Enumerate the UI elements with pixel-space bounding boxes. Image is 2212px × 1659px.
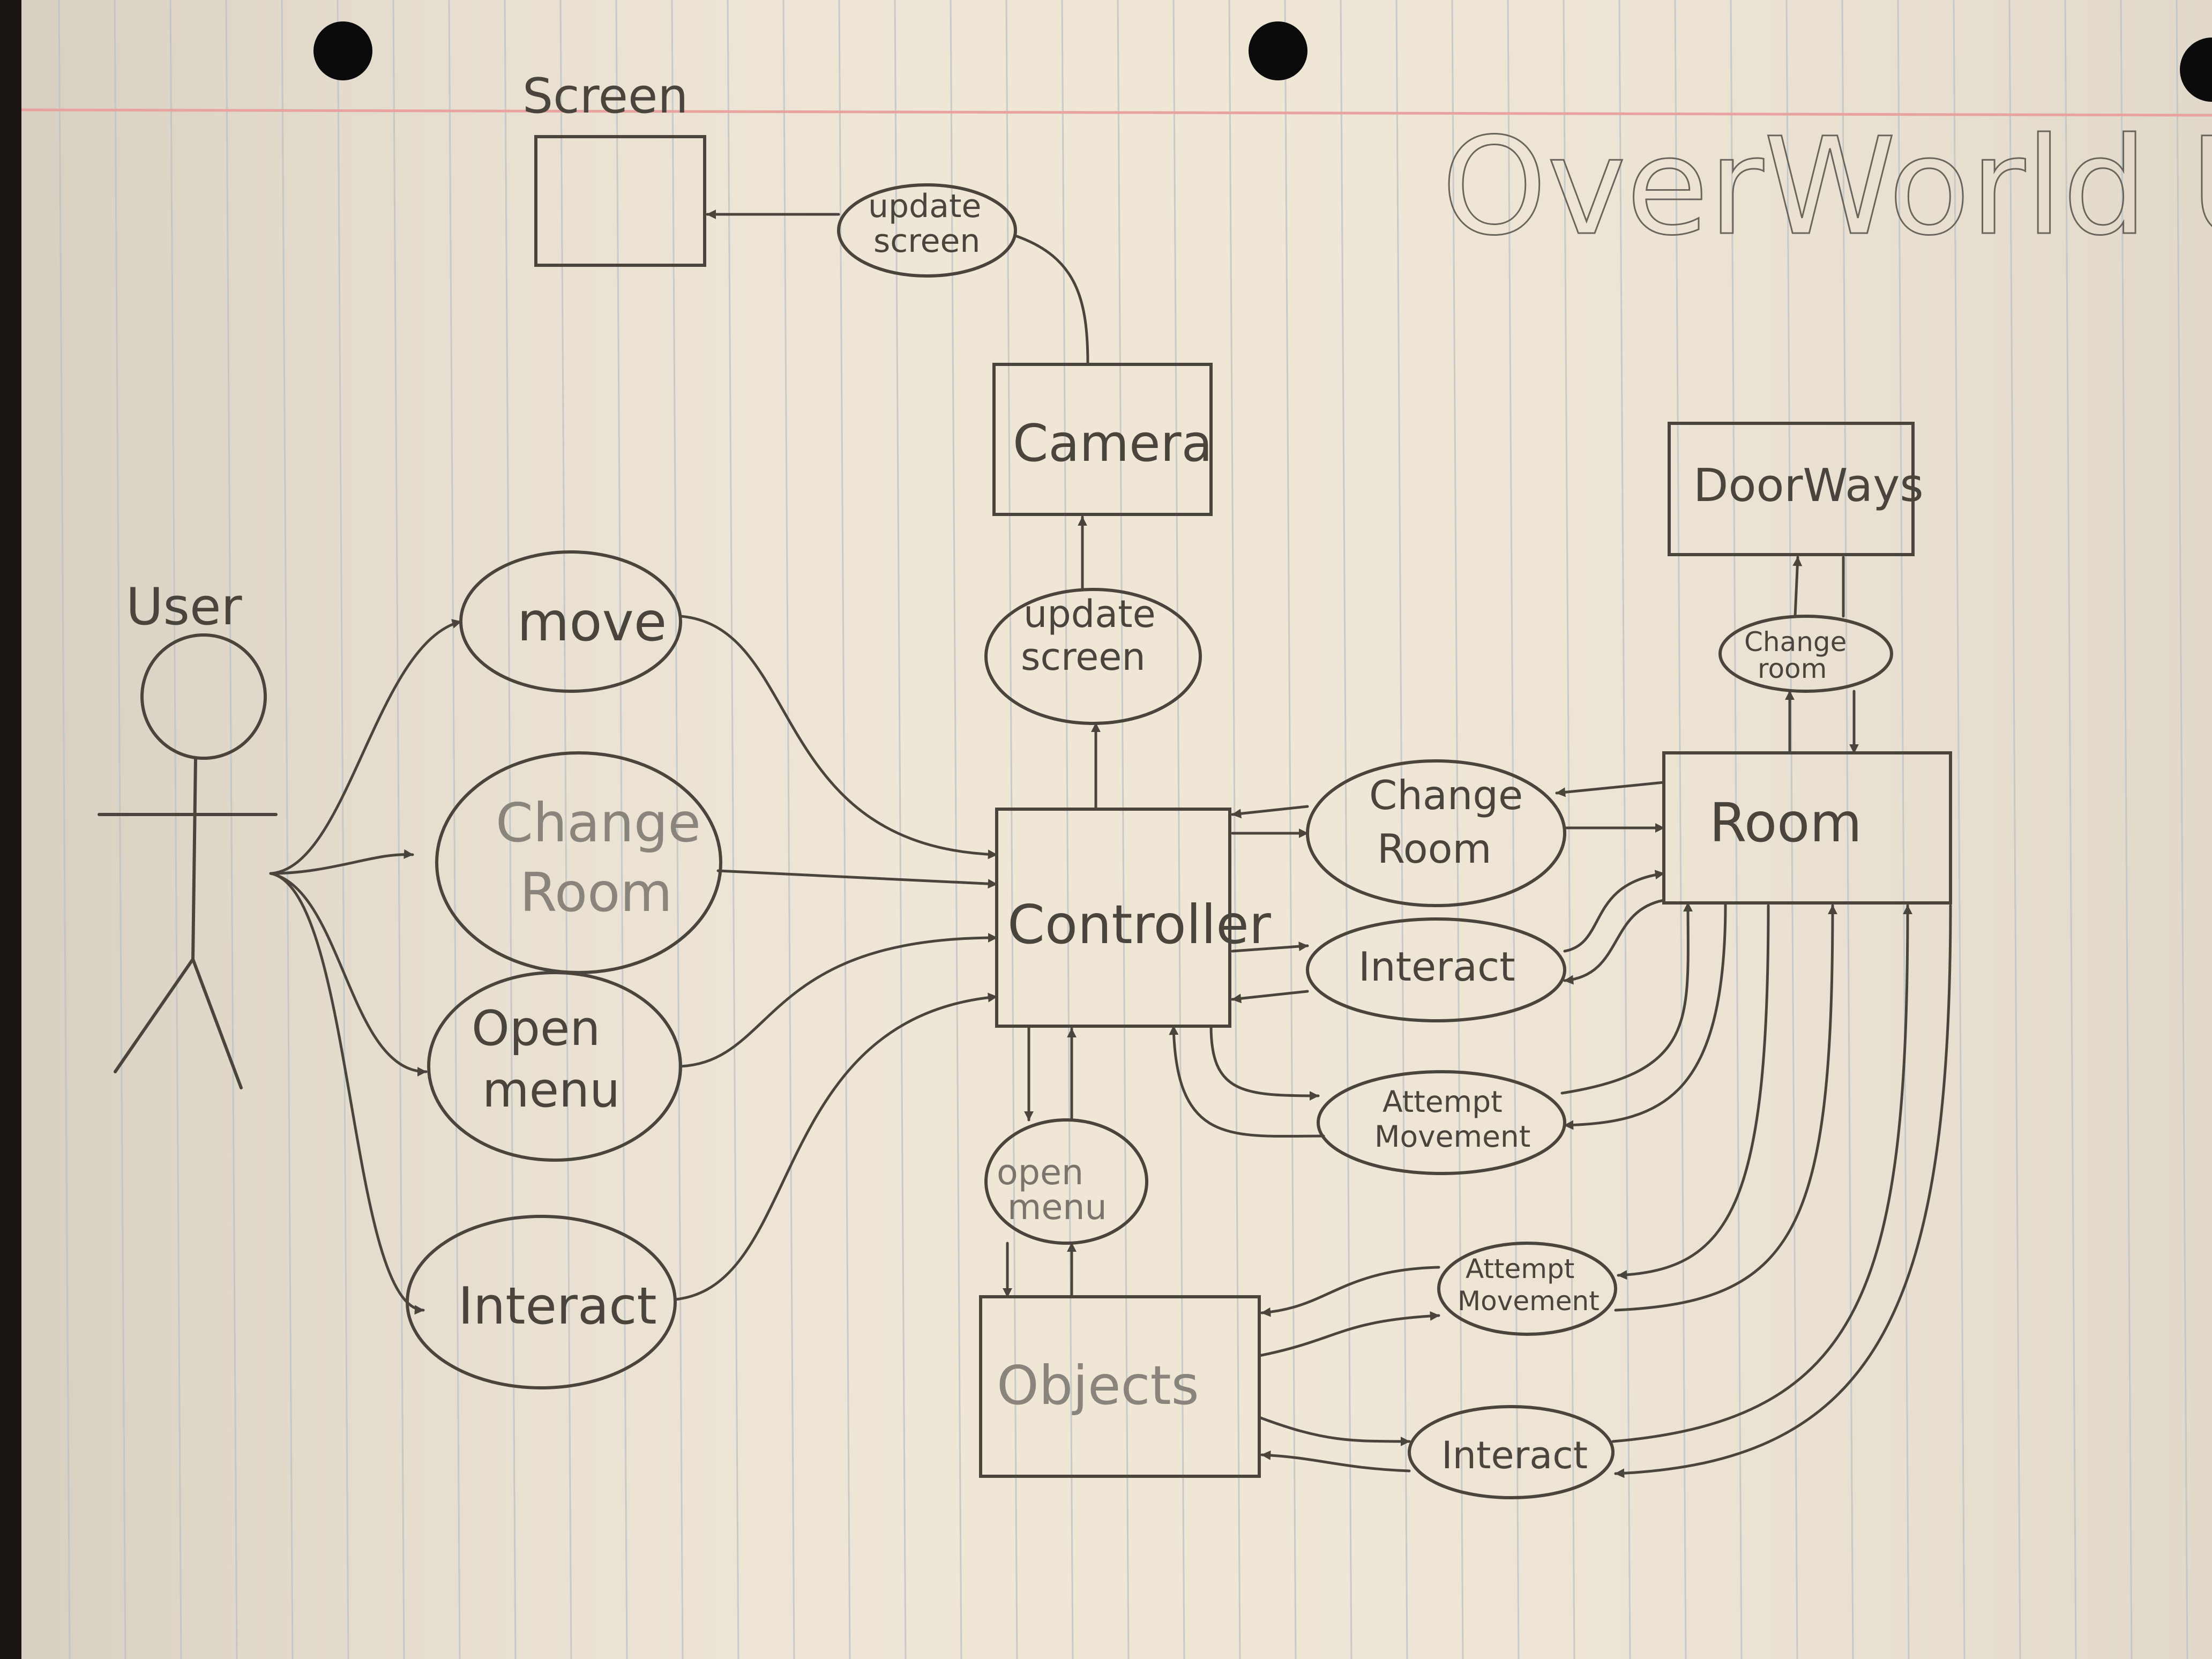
screen-label: Screen — [522, 68, 688, 124]
usecase-change-room-user-label-2: Room — [520, 861, 672, 924]
usecase-attempt-movement-obj — [1437, 1242, 1617, 1336]
rule-line — [615, 0, 628, 1659]
rule-line — [559, 0, 572, 1659]
usecase-interact-ctrl-label: Interact — [1358, 943, 1515, 990]
camera-box — [992, 363, 1213, 516]
rule-line — [1117, 0, 1130, 1659]
controller-label: Controller — [1007, 893, 1272, 956]
usecase-change-room-ctrl-label-2: Room — [1377, 825, 1492, 872]
rule-line — [838, 0, 851, 1659]
usecase-attempt-movement-ctrl-label-2: Movement — [1374, 1119, 1530, 1154]
usecase-update-screen-top-label-1: update — [868, 188, 981, 225]
rule-line — [1395, 0, 1408, 1659]
screen-box — [534, 135, 706, 267]
rule-line — [2176, 0, 2188, 1659]
usecase-change-room-doorways-label-1: Change — [1744, 626, 1847, 657]
rule-line — [1730, 0, 1743, 1659]
doorways-box — [1668, 422, 1915, 556]
rule-line — [58, 0, 71, 1659]
rule-line — [504, 0, 517, 1659]
usecase-open-menu-user-label-2: menu — [482, 1062, 620, 1118]
rule-line — [1953, 0, 1966, 1659]
usecase-open-menu-user-label-1: Open — [472, 1000, 600, 1057]
binder-hole — [2180, 38, 2212, 102]
rule-line — [1507, 0, 1520, 1659]
usecase-attempt-movement-obj-label-2: Movement — [1458, 1286, 1600, 1317]
objects-label: Objects — [997, 1354, 1199, 1417]
rule-line — [2064, 0, 2077, 1659]
usecase-change-room-user — [435, 751, 722, 974]
user-actor: User — [98, 578, 278, 1089]
rule-line — [1674, 0, 1687, 1659]
user-label: User — [126, 578, 242, 637]
rule-line — [1563, 0, 1575, 1659]
objects-box — [979, 1295, 1261, 1478]
doorways-label: DoorWays — [1693, 459, 1924, 512]
rule-line — [225, 0, 238, 1659]
rule-line — [1340, 0, 1352, 1659]
usecase-interact-user-label: Interact — [458, 1277, 657, 1336]
rule-line — [894, 0, 907, 1659]
connectors — [269, 210, 1952, 1478]
usecase-update-screen-top — [837, 183, 1017, 278]
diagram-title: OverWorld UML — [1441, 109, 2212, 265]
rule-line — [1005, 0, 1018, 1659]
camera-label: Camera — [1013, 414, 1213, 473]
usecase-change-room-ctrl-label-1: Change — [1369, 772, 1523, 819]
user-head — [140, 633, 267, 760]
rule-line — [1284, 0, 1297, 1659]
usecase-interact-ctrl — [1306, 917, 1566, 1022]
rule-line — [727, 0, 739, 1659]
rule-line — [2008, 0, 2021, 1659]
usecase-change-room-doorways-label-2: room — [1758, 653, 1827, 684]
binder-hole — [1249, 21, 1307, 80]
rule-line — [671, 0, 684, 1659]
usecase-attempt-movement-obj-label-1: Attempt — [1466, 1253, 1574, 1284]
rule-line — [1897, 0, 1910, 1659]
usecase-move-label: move — [517, 591, 667, 653]
controller-box — [995, 808, 1231, 1028]
room-label: Room — [1709, 791, 1862, 854]
rule-line — [337, 0, 349, 1659]
binder-hole — [313, 21, 372, 80]
usecase-interact-obj — [1408, 1405, 1615, 1499]
margin-line — [21, 108, 2212, 117]
rule-line — [392, 0, 405, 1659]
rule-line — [1451, 0, 1464, 1659]
rule-line — [950, 0, 962, 1659]
rule-line — [1172, 0, 1185, 1659]
rule-line — [782, 0, 795, 1659]
usecase-open-menu-ctrl-label-2: menu — [1007, 1187, 1107, 1228]
rule-line — [1228, 0, 1241, 1659]
rule-line — [448, 0, 461, 1659]
rule-line — [1061, 0, 1074, 1659]
usecase-open-menu-ctrl — [984, 1118, 1148, 1245]
usecase-open-menu-ctrl-label-1: open — [997, 1153, 1083, 1193]
usecase-change-room-doorways — [1718, 615, 1893, 693]
rule-line — [169, 0, 182, 1659]
usecase-attempt-movement-ctrl-label-1: Attempt — [1382, 1085, 1503, 1119]
rule-line — [2120, 0, 2133, 1659]
rule-line — [1618, 0, 1631, 1659]
rule-line — [114, 0, 126, 1659]
usecase-update-screen-mid-label-1: update — [1023, 592, 1156, 636]
rule-line — [1841, 0, 1854, 1659]
usecase-update-screen-top-label-2: screen — [873, 222, 980, 260]
usecase-interact-obj-label: Interact — [1441, 1433, 1588, 1477]
usecase-update-screen-mid-label-2: screen — [1021, 635, 1146, 679]
rule-line — [281, 0, 294, 1659]
usecase-change-room-user-label-1: Change — [496, 791, 701, 854]
